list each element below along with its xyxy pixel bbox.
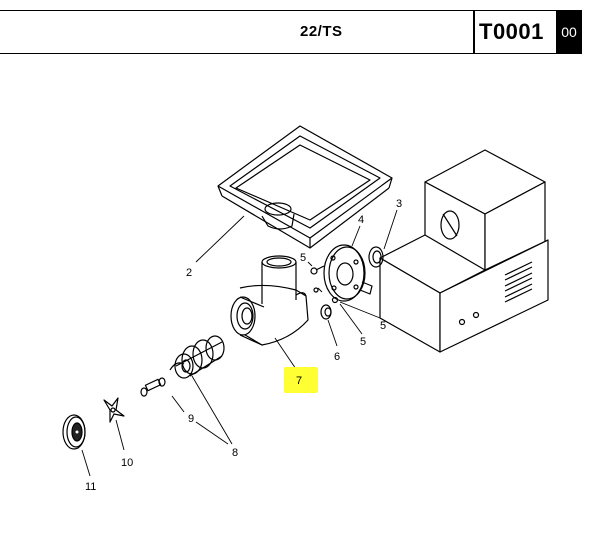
callout-highlight [284, 367, 318, 393]
screw-parts [310, 265, 339, 304]
callout-7: 7 [296, 375, 302, 387]
callout-8: 8 [232, 447, 238, 459]
callout-4: 4 [358, 214, 364, 226]
callout-6: 6 [334, 351, 340, 363]
pin-part [140, 377, 166, 397]
grinder-body-part [230, 255, 309, 346]
revision-badge: 00 [556, 11, 582, 53]
callout-5-right: 5 [380, 320, 386, 332]
callout-2: 2 [186, 267, 192, 279]
model-number: 22/TS [300, 23, 343, 40]
callout-11: 11 [85, 481, 96, 493]
callout-5-top: 5 [300, 252, 306, 264]
callout-3: 3 [396, 198, 402, 210]
motor-housing [379, 149, 549, 353]
bushing-part [320, 304, 332, 320]
callout-9: 9 [188, 413, 194, 425]
callout-5-mid: 5 [360, 336, 366, 348]
plate-part [62, 414, 86, 450]
worm-screw-part [169, 335, 225, 379]
title-block: 22/TS T0001 00 [0, 10, 582, 54]
drawing-code: T0001 [479, 19, 544, 44]
gasket-part [368, 246, 384, 268]
flange-part [323, 244, 373, 302]
knife-part [103, 397, 125, 423]
title-divider [473, 11, 475, 53]
tray-part [217, 125, 393, 249]
callout-10: 10 [121, 457, 133, 469]
leader-lines [81, 209, 398, 477]
